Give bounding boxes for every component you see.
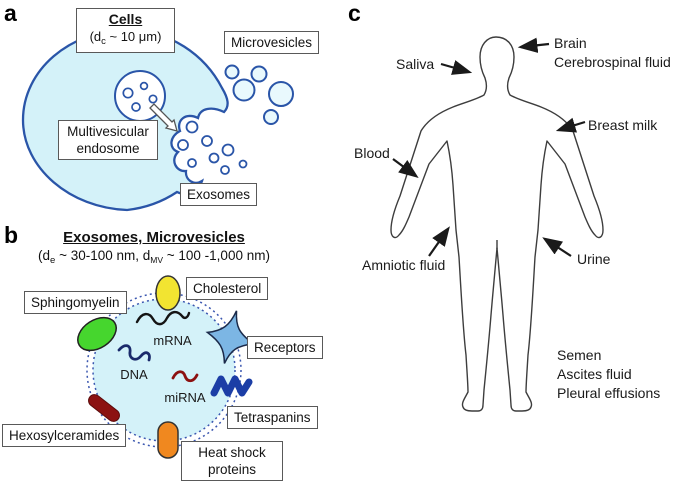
released-exosomes	[201, 135, 248, 175]
cholesterol-label-box: Cholesterol	[186, 277, 269, 300]
heat-shock-protein-shape	[157, 421, 179, 459]
urine-arrow	[542, 237, 572, 257]
exosome	[185, 120, 199, 134]
intraluminal-vesicle	[131, 102, 141, 112]
panel-b-vesicle-diagram	[77, 275, 255, 459]
receptors-label-box: Receptors	[247, 336, 323, 359]
pocket-exosomes	[177, 120, 199, 168]
membrane-bud-small	[224, 64, 240, 80]
free-microvesicle	[268, 81, 294, 107]
budding-microvesicles	[224, 64, 294, 125]
hexosylceramide-shape	[88, 394, 120, 422]
brain-csf-label: Brain Cerebrospinal fluid	[554, 35, 671, 70]
heat-shock-proteins-label-box: Heat shock proteins	[181, 441, 283, 481]
cells-label-box: Cells (dc ~ 10 μm)	[76, 8, 175, 53]
cells-title: Cells	[108, 11, 143, 27]
vesicle-lumen	[93, 299, 235, 441]
exosome	[220, 165, 230, 175]
panel-b-size-range: (de ~ 30-100 nm, dMV ~ 100 -1,000 nm)	[38, 248, 270, 266]
free-microvesicle	[250, 65, 268, 83]
exosome	[201, 135, 213, 147]
mirna-strand	[171, 370, 199, 383]
tetraspanin-shape	[210, 375, 253, 397]
multivesicular-endosome-label-box: Multivesicular endosome	[58, 120, 158, 160]
breast-milk-arrow	[555, 117, 586, 133]
intraluminal-vesicle	[122, 87, 134, 99]
tetraspanins-label-box: Tetraspanins	[227, 406, 318, 429]
mrna-label: mRNA	[153, 333, 192, 348]
amniotic-fluid-arrow	[428, 226, 450, 257]
fluid-arrows	[392, 37, 586, 257]
sphingomyelin-label-box: Sphingomyelin	[24, 291, 127, 314]
blood-label: Blood	[354, 145, 390, 161]
exosome	[221, 143, 235, 157]
cell-diameter: (dc ~ 10 μm)	[89, 29, 162, 47]
hexosylceramides-label-box: Hexosylceramides	[2, 424, 127, 447]
dna-label: DNA	[120, 367, 148, 382]
free-microvesicle	[263, 109, 279, 125]
amniotic-fluid-label: Amniotic fluid	[362, 257, 446, 273]
sphingomyelin-shape	[77, 316, 117, 352]
panel-a-letter: a	[4, 0, 17, 26]
breast-milk-label: Breast milk	[588, 117, 658, 133]
intraluminal-vesicle	[139, 81, 149, 91]
panel-b-heading: Exosomes, Microvesicles (de ~ 30-100 nm,…	[8, 228, 300, 269]
mrna-strand	[135, 310, 191, 326]
saliva-label: Saliva	[396, 56, 435, 72]
panel-b-title: Exosomes, Microvesicles	[63, 229, 245, 246]
blood-arrow	[392, 158, 419, 178]
urine-label: Urine	[577, 251, 611, 267]
fusion-arrow	[149, 103, 178, 132]
cholesterol-shape	[155, 275, 181, 311]
brain-arrow	[517, 37, 550, 53]
mirna-label: miRNA	[164, 390, 206, 405]
intraluminal-vesicle	[148, 94, 158, 104]
panel-c-letter: c	[348, 0, 361, 26]
exosome	[238, 159, 248, 169]
exosome	[208, 152, 220, 164]
microvesicles-label-box: Microvesicles	[224, 31, 320, 54]
panel-b-letter: b	[4, 222, 19, 248]
dna-strand	[117, 344, 151, 362]
receptor-star	[205, 310, 255, 364]
exosome	[177, 139, 189, 151]
other-fluids-label: Semen Ascites fluid Pleural effusions	[557, 347, 661, 401]
panel-c-body-diagram	[390, 36, 604, 412]
saliva-arrow	[440, 60, 473, 75]
exosomes-label-box: Exosomes	[180, 183, 258, 206]
exosome	[187, 158, 197, 168]
membrane-bud-large	[232, 78, 256, 102]
